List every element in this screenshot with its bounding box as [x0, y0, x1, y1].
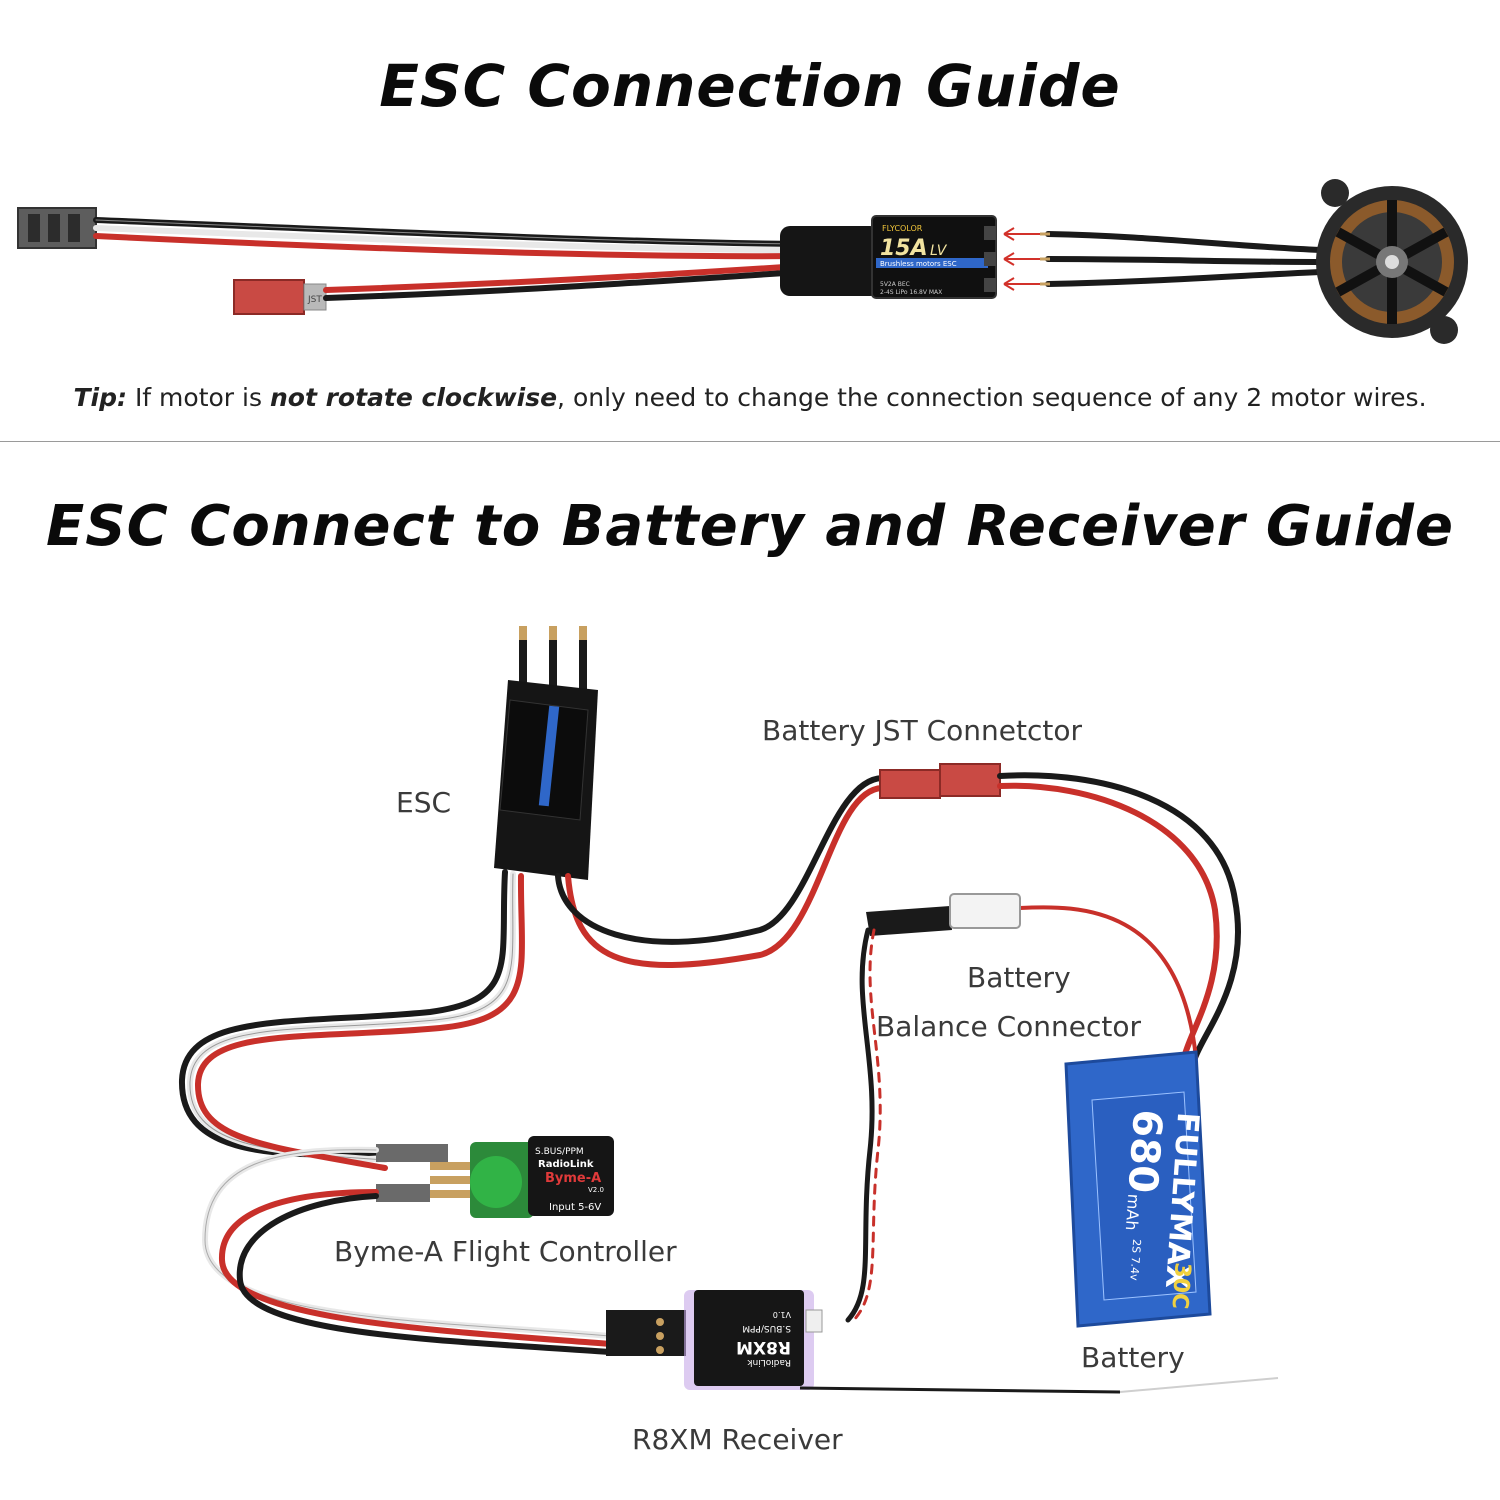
esc-model: 15A — [880, 236, 928, 261]
label-esc: ESC — [396, 786, 452, 819]
label-flight-controller: Byme-A Flight Controller — [334, 1235, 677, 1268]
tip-text: Tip: If motor is not rotate clockwise, o… — [0, 383, 1500, 412]
esc-top: FLYCOLOR 15A LV Brushless motors ESC 5V2… — [780, 215, 997, 299]
jst-plug-top: JST — [233, 279, 327, 315]
arrow-left-icon — [1003, 227, 1046, 241]
balance-connector — [845, 893, 1198, 1324]
esc-spec: 2-4S LiPo 16.8V MAX — [880, 289, 942, 296]
battery-pack: FULLYMAX 680 mAh 2S 7.4v 30C — [1064, 1050, 1212, 1328]
fc-receiver-wires — [202, 1146, 613, 1355]
battery-power-wires — [997, 772, 1242, 1061]
section1-title: ESC Connection Guide — [379, 52, 1121, 120]
esc-bottom — [494, 626, 598, 880]
signal-plug-top — [17, 207, 97, 249]
arrow-icons — [1003, 227, 1046, 291]
esc-signal-wires — [178, 869, 525, 1171]
rx-mode: S.BUS/PPM — [742, 1323, 791, 1333]
label-battery-balance-1: Battery — [967, 961, 1071, 994]
fc-mode: S.BUS/PPM — [535, 1147, 584, 1157]
arrow-left-icon — [1003, 277, 1046, 291]
label-battery-balance-2: Balance Connector — [876, 1010, 1141, 1043]
esc-subtitle: Brushless motors ESC — [880, 260, 957, 268]
jst-mark: JST — [307, 295, 322, 305]
fc-brand: RadioLink — [538, 1159, 594, 1170]
flight-controller: S.BUS/PPM RadioLink Byme-A V2.0 Input 5-… — [376, 1136, 614, 1218]
tip-part-1: If motor is — [134, 383, 263, 412]
tip-label: Tip: — [73, 383, 127, 412]
fc-model: Byme-A — [545, 1171, 601, 1186]
battery-cells: 2S 7.4v — [1127, 1239, 1143, 1282]
power-wires-top — [323, 263, 803, 301]
receiver: RadioLink R8XM S.BUS/PPM V1.0 — [606, 1290, 1279, 1394]
signal-wires-top — [93, 217, 803, 260]
motor-icon — [1316, 179, 1468, 344]
tip-part-2: , only need to change the connection seq… — [557, 383, 1427, 412]
rx-version: V1.0 — [773, 1310, 791, 1319]
esc-model-suffix: LV — [930, 243, 948, 259]
battery-unit: mAh — [1122, 1193, 1144, 1231]
jst-connector — [879, 763, 1001, 799]
section2-title: ESC Connect to Battery and Receiver Guid… — [46, 494, 1454, 559]
esc-power-wires — [555, 775, 885, 968]
esc-brand: FLYCOLOR — [882, 224, 923, 233]
tip-emphasis: not rotate clockwise — [269, 383, 558, 412]
arrow-left-icon — [1003, 252, 1046, 266]
fc-input: Input 5-6V — [549, 1202, 601, 1213]
label-battery-jst: Battery JST Connetctor — [762, 714, 1082, 747]
rx-brand: RadioLink — [746, 1357, 791, 1367]
label-battery: Battery — [1081, 1341, 1185, 1374]
label-receiver: R8XM Receiver — [632, 1423, 843, 1456]
section-divider — [0, 441, 1500, 442]
esc-bec: 5V2A BEC — [880, 281, 910, 288]
battery-capacity: 680 — [1119, 1108, 1171, 1195]
rx-model: R8XM — [736, 1337, 791, 1357]
fc-version: V2.0 — [588, 1186, 604, 1194]
battery-rating: 30C — [1166, 1262, 1194, 1310]
motor-wires — [1040, 231, 1323, 287]
